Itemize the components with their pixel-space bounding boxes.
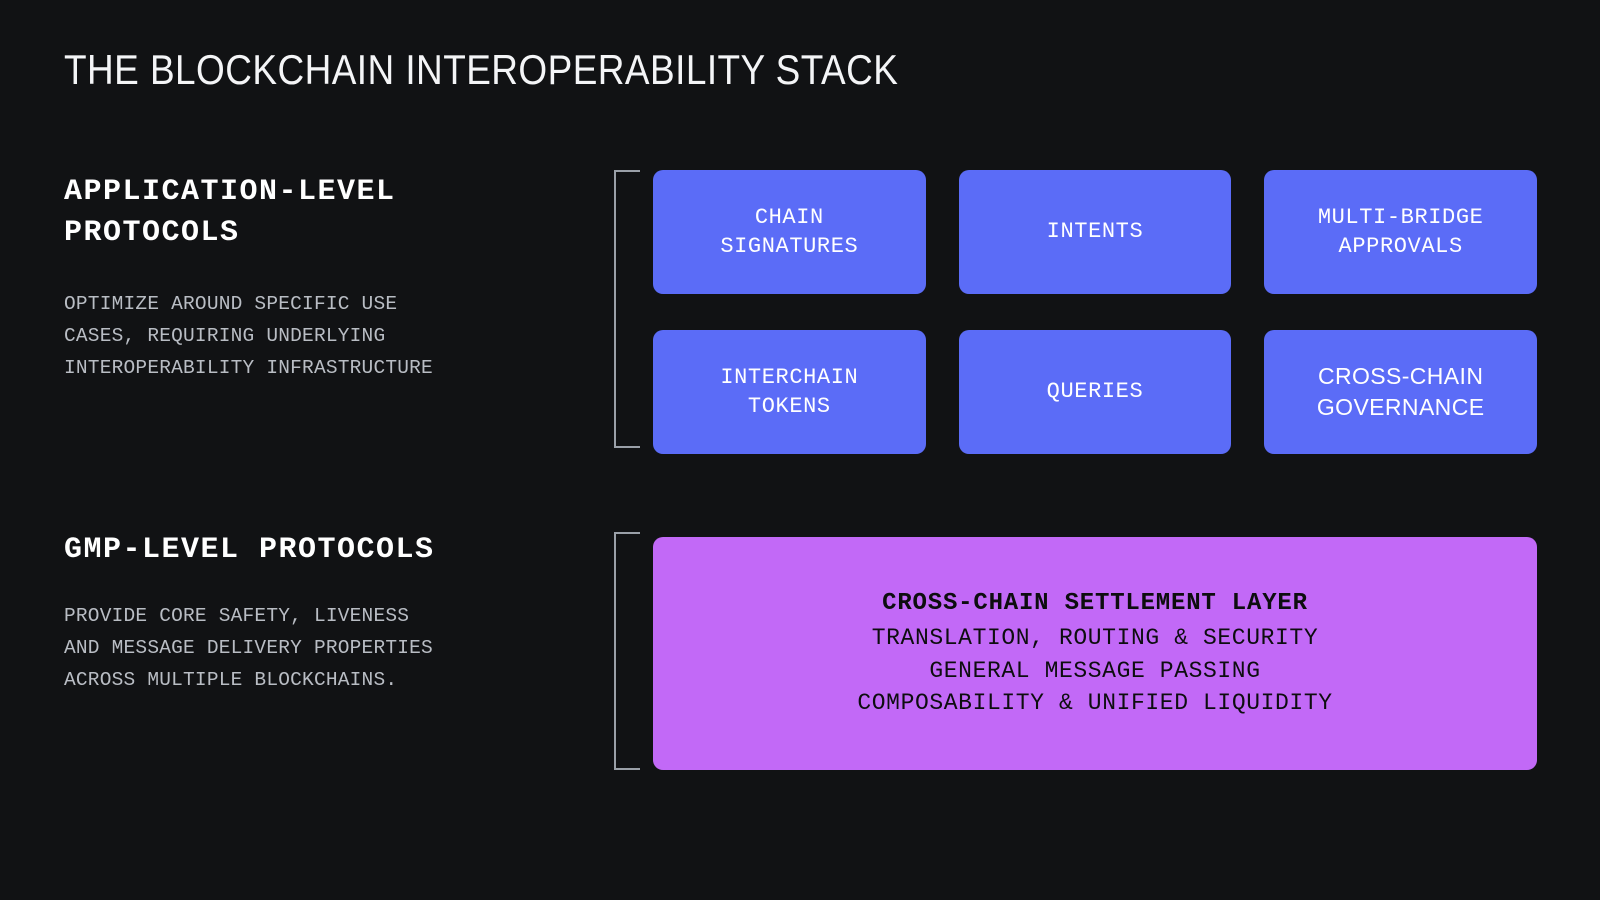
bracket-gmp-level xyxy=(614,532,640,770)
settlement-headline: CROSS-CHAIN SETTLEMENT LAYER xyxy=(882,590,1308,618)
section-description-gmp-level: PROVIDE CORE SAFETY, LIVENESS AND MESSAG… xyxy=(64,605,433,692)
settlement-line-1: TRANSLATION, ROUTING & SECURITY xyxy=(871,624,1319,651)
cross-chain-settlement-layer-block[interactable]: CROSS-CHAIN SETTLEMENT LAYER TRANSLATION… xyxy=(653,537,1537,770)
card-multi-bridge-approvals[interactable]: MULTI-BRIDGE APPROVALS xyxy=(1264,170,1537,294)
settlement-line-2: GENERAL MESSAGE PASSING xyxy=(929,657,1261,684)
page-title: THE BLOCKCHAIN INTEROPERABILITY STACK xyxy=(64,46,899,93)
section-description-application-level: OPTIMIZE AROUND SPECIFIC USE CASES, REQU… xyxy=(64,293,433,380)
card-queries[interactable]: QUERIES xyxy=(958,330,1232,454)
card-chain-signatures[interactable]: CHAIN SIGNATURES xyxy=(653,170,926,294)
bracket-application-level xyxy=(614,170,640,448)
section-label-application-level: APPLICATION-LEVEL PROTOCOLS xyxy=(64,175,396,251)
card-intents[interactable]: INTENTS xyxy=(958,170,1232,294)
settlement-line-3: COMPOSABILITY & UNIFIED LIQUIDITY xyxy=(857,690,1333,717)
section-label-gmp-level: GMP-LEVEL PROTOCOLS xyxy=(64,533,435,567)
card-interchain-tokens[interactable]: INTERCHAIN TOKENS xyxy=(653,330,926,454)
application-card-grid: CHAIN SIGNATURES INTENTS MULTI-BRIDGE AP… xyxy=(653,170,1537,454)
card-cross-chain-governance[interactable]: CROSS-CHAIN GOVERNANCE xyxy=(1264,330,1537,454)
